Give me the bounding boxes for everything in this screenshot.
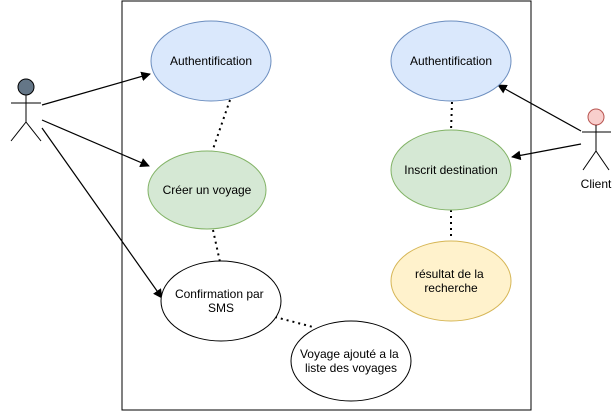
actor-client bbox=[582, 108, 611, 171]
use-case-confirmation-sms: Confirmation par SMS bbox=[160, 260, 282, 342]
use-case-authentification-left: Authentification bbox=[150, 20, 272, 102]
actor-head-icon bbox=[17, 78, 35, 96]
use-case-label: Voyage ajouté a la liste des voyages bbox=[300, 347, 402, 375]
use-case-authentification-right: Authentification bbox=[390, 20, 512, 102]
use-case-label: Inscrit destination bbox=[404, 163, 497, 177]
assoc-left-confirmation bbox=[41, 127, 163, 299]
assoc-left-creer bbox=[41, 119, 150, 167]
use-case-label: résultat de la recherche bbox=[415, 267, 487, 295]
actor-client-label: Client bbox=[581, 177, 612, 191]
actor-left bbox=[10, 78, 42, 142]
use-case-label: Authentification bbox=[170, 54, 252, 68]
actor-head-icon bbox=[587, 108, 605, 126]
dotted-links bbox=[211, 99, 453, 328]
use-case-voyage-ajoute: Voyage ajouté a la liste des voyages bbox=[290, 320, 412, 402]
assoc-left-auth bbox=[41, 71, 151, 106]
use-case-label: Authentification bbox=[410, 54, 492, 68]
use-case-label: Confirmation par SMS bbox=[175, 287, 267, 315]
assoc-client-auth bbox=[497, 84, 582, 132]
use-case-label: Créer un voyage bbox=[163, 183, 252, 197]
use-case-creer-voyage: Créer un voyage bbox=[147, 150, 267, 230]
use-case-inscrit-destination: Inscrit destination bbox=[390, 129, 512, 211]
link-confirmation-voyage bbox=[274, 316, 314, 328]
assoc-client-inscrit bbox=[511, 143, 582, 161]
link-authr-inscrit bbox=[450, 101, 453, 132]
use-case-resultat-recherche: résultat de la recherche bbox=[390, 240, 512, 322]
associations bbox=[41, 71, 582, 299]
